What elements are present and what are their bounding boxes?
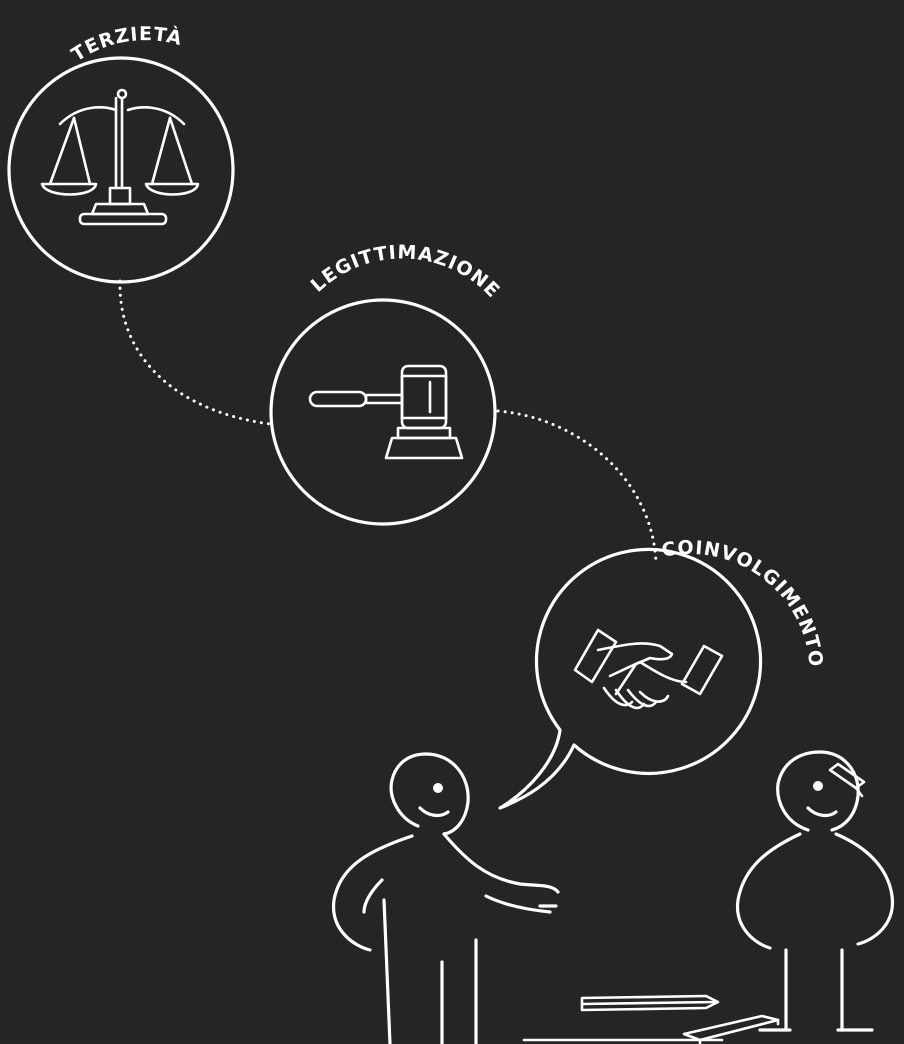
person-with-pencil-icon bbox=[738, 752, 893, 1030]
documents-on-floor-icon bbox=[524, 996, 778, 1044]
node-legittimazione: LEGITTIMAZIONE bbox=[271, 241, 504, 524]
speech-bubble bbox=[500, 549, 761, 808]
node-coinvolgimento: COINVOLGIMENTO bbox=[500, 537, 827, 808]
connector-terzieta-legittimazione bbox=[120, 281, 270, 424]
connector-legittimazione-coinvolgimento bbox=[498, 411, 656, 562]
pencil-icon bbox=[830, 764, 864, 796]
handshake-icon bbox=[575, 630, 722, 708]
node-label-legittimazione: LEGITTIMAZIONE bbox=[307, 241, 505, 302]
gavel-icon bbox=[310, 366, 462, 458]
node-circle bbox=[271, 300, 495, 524]
scales-of-justice-icon bbox=[42, 90, 198, 224]
node-terzieta: TERZIETÀ bbox=[9, 23, 233, 282]
